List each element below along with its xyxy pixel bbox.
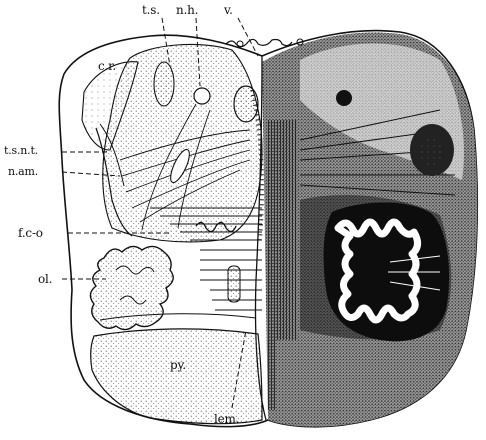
label-nh: n.h.: [176, 4, 198, 16]
label-nam: n.am.: [8, 166, 38, 177]
left-pyramid: [91, 329, 262, 424]
label-cr: c.r.: [98, 60, 116, 72]
label-ol: ol.: [38, 273, 52, 285]
label-ts: t.s.: [142, 4, 160, 16]
left-olive: [90, 246, 173, 329]
label-v: v.: [224, 4, 233, 16]
tractus-solitarius-oval: [154, 62, 174, 106]
label-py: py.: [170, 359, 186, 371]
label-tsnt: t.s.n.t.: [4, 145, 38, 156]
medial-nucleus-oval: [234, 86, 258, 122]
choroid-plexus: [226, 39, 292, 46]
label-fco: f.c-o: [18, 227, 43, 239]
label-lem: lem.: [214, 413, 239, 425]
